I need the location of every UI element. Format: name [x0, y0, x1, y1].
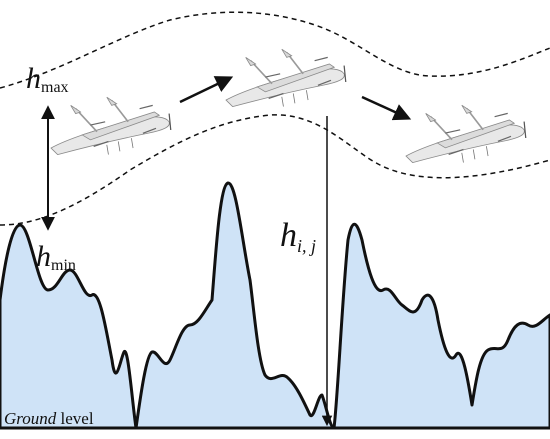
terrain-profile	[0, 181, 550, 430]
upper-bound-curve	[0, 11, 550, 89]
drone-icon	[50, 96, 172, 156]
h-min-label: hmin	[36, 240, 76, 274]
h-max-label: hmax	[26, 62, 69, 96]
ground-level-label: Ground level	[4, 409, 94, 428]
drone-icon	[225, 48, 347, 108]
h-ij-label: hi, j	[280, 217, 316, 256]
lower-bound-curve	[0, 114, 550, 226]
arrow-icon	[179, 76, 234, 104]
drone-icon	[405, 104, 527, 164]
arrow-icon	[361, 95, 412, 121]
